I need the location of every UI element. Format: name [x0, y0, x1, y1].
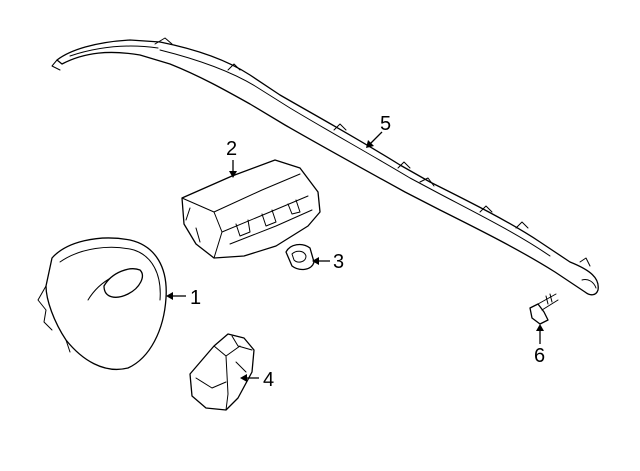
callout-5: 5: [380, 113, 391, 135]
callout-4: 4: [263, 369, 274, 391]
callout-leaders: [166, 131, 544, 382]
passenger-airbag-module-part: [181, 159, 321, 259]
callout-6: 6: [534, 345, 545, 367]
callout-3: 3: [333, 251, 344, 273]
clip-part: [285, 243, 315, 271]
callout-2: 2: [226, 138, 237, 160]
callout-1: 1: [190, 287, 201, 309]
driver-airbag-part: [37, 237, 167, 370]
knee-airbag-part: [189, 333, 255, 411]
bolt-part: [529, 293, 559, 325]
curtain-airbag-part: [51, 37, 599, 296]
